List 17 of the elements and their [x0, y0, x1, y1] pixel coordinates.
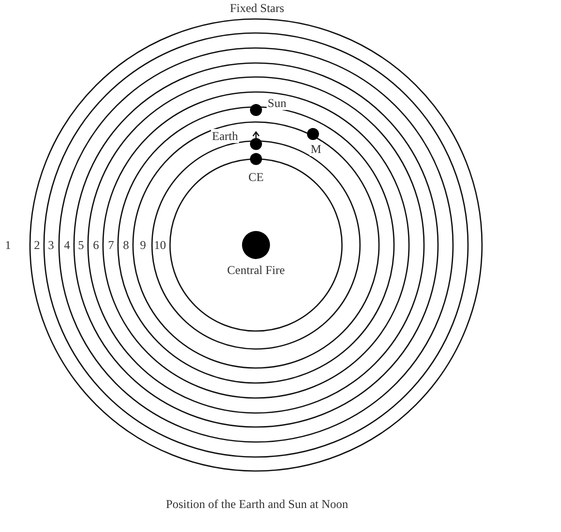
diagram-label: Fixed Stars — [228, 1, 286, 15]
diagram-label: CE — [247, 170, 265, 184]
orbit-number: 7 — [107, 238, 115, 252]
orbit-number: 2 — [33, 238, 41, 252]
diagram-label: M — [310, 142, 322, 156]
orbit-number: 8 — [122, 238, 130, 252]
diagram-label: Central Fire — [226, 263, 286, 277]
orbit-number: 4 — [63, 238, 71, 252]
orbit-number: 1 — [4, 238, 12, 252]
diagram-label: Sun — [266, 96, 288, 110]
orbit-number: 10 — [153, 238, 167, 252]
diagram-label: Earth — [211, 129, 239, 143]
orbit-number: 3 — [47, 238, 55, 252]
orbit-number: 9 — [139, 238, 147, 252]
orbit-number: 5 — [77, 238, 85, 252]
orbit-number: 6 — [92, 238, 100, 252]
caption: Position of the Earth and Sun at Noon — [166, 497, 348, 511]
